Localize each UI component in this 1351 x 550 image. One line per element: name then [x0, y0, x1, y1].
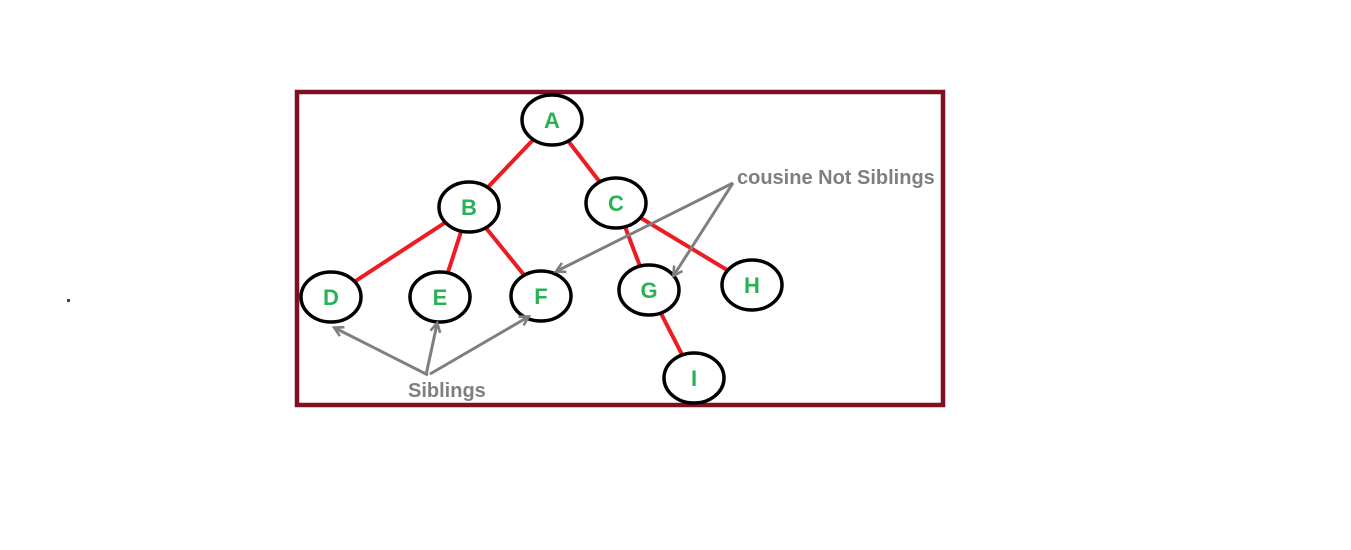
annotation-labels: cousine Not Siblings Siblings	[408, 167, 935, 402]
node-B-circle	[437, 180, 501, 234]
node-D-circle	[299, 270, 363, 324]
node-H: H	[720, 258, 784, 312]
node-A-circle	[520, 93, 584, 147]
node-D: D	[299, 270, 363, 324]
node-H-circle	[720, 258, 784, 312]
node-D-label: D	[323, 285, 339, 310]
node-B-label: B	[461, 195, 477, 220]
arrow-siblings-to-E	[424, 320, 442, 376]
stray-dot	[67, 299, 70, 302]
diagram-frame	[294, 89, 946, 408]
node-I-circle	[662, 351, 726, 405]
node-E: E	[408, 270, 472, 324]
node-I: I	[662, 351, 726, 405]
annotation-arrows	[331, 181, 735, 377]
node-B: B	[437, 180, 501, 234]
node-A-label: A	[544, 108, 560, 133]
node-E-label: E	[433, 285, 448, 310]
cousins-label: cousine Not Siblings	[737, 167, 935, 189]
node-I-label: I	[691, 366, 697, 391]
node-C: C	[584, 176, 648, 230]
node-H-label: H	[744, 273, 760, 298]
arrow-siblings-to-D	[331, 325, 429, 377]
tree-nodes: A B C D E F G	[299, 93, 784, 405]
arrow-cousins-to-F	[553, 181, 734, 274]
node-F-label: F	[534, 284, 547, 309]
node-C-label: C	[608, 191, 624, 216]
node-G-label: G	[640, 278, 657, 303]
node-C-circle	[584, 176, 648, 230]
node-G-circle	[617, 263, 681, 317]
node-A: A	[520, 93, 584, 147]
arrow-cousins-to-G	[672, 182, 735, 279]
node-G: G	[617, 263, 681, 317]
tree-edges	[329, 118, 754, 380]
node-F: F	[509, 269, 573, 323]
arrow-siblings-to-F	[429, 315, 532, 376]
node-F-circle	[509, 269, 573, 323]
siblings-label: Siblings	[408, 380, 486, 402]
